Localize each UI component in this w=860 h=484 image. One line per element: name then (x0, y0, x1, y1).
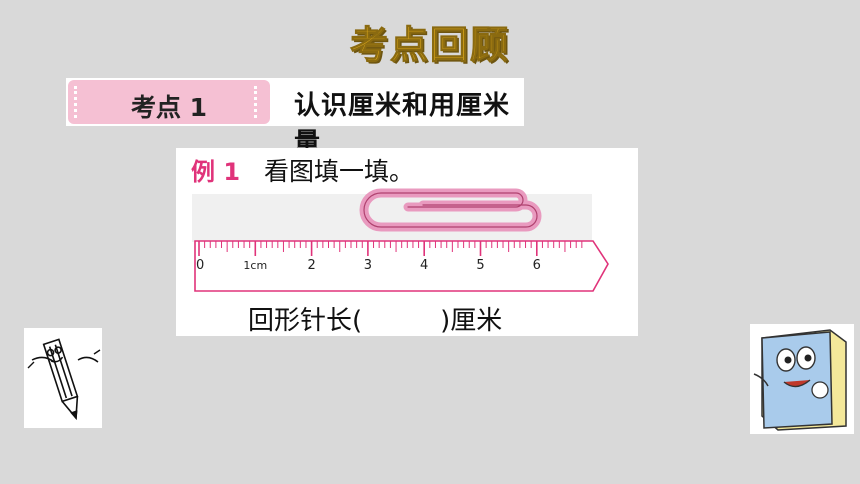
example-panel: 例 1 看图填一填。 0 1cm 2 3 4 5 6 回形针长( )厘米 (176, 148, 638, 336)
ruler-figure: 0 1cm 2 3 4 5 6 (192, 188, 609, 292)
pencil-cartoon-icon (24, 328, 102, 428)
slide-title: 考点回顾 (349, 23, 510, 68)
ruler-body (194, 240, 609, 292)
ruler-label: 0 (196, 258, 204, 273)
topic-tag: 考点 1 (68, 80, 270, 124)
ruler-label: 1cm (243, 259, 267, 272)
ruler-label: 3 (364, 258, 372, 273)
ruler-label: 2 (307, 258, 315, 273)
paperclip-icon (359, 188, 542, 232)
ruler-ticks (198, 241, 583, 256)
example-label: 例 1 (191, 158, 241, 186)
example-instruction: 看图填一填。 (264, 157, 415, 186)
topic-title: 认识厘米和用厘米量 (294, 91, 511, 158)
book-cartoon-icon (750, 324, 854, 434)
topic-header: 考点 1 认识厘米和用厘米量 (66, 78, 524, 158)
clip-background (192, 194, 592, 242)
answer-line: 回形针长( )厘米 (248, 300, 502, 337)
answer-suffix: )厘米 (440, 306, 503, 336)
ruler-label: 6 (533, 258, 541, 273)
ruler-labels: 0 1cm 2 3 4 5 6 (196, 258, 541, 273)
topic-tag-label: 考点 1 (130, 93, 208, 122)
ruler-label: 5 (476, 258, 484, 273)
ruler-label: 4 (420, 258, 428, 273)
answer-prefix: 回形针长( (248, 306, 363, 336)
